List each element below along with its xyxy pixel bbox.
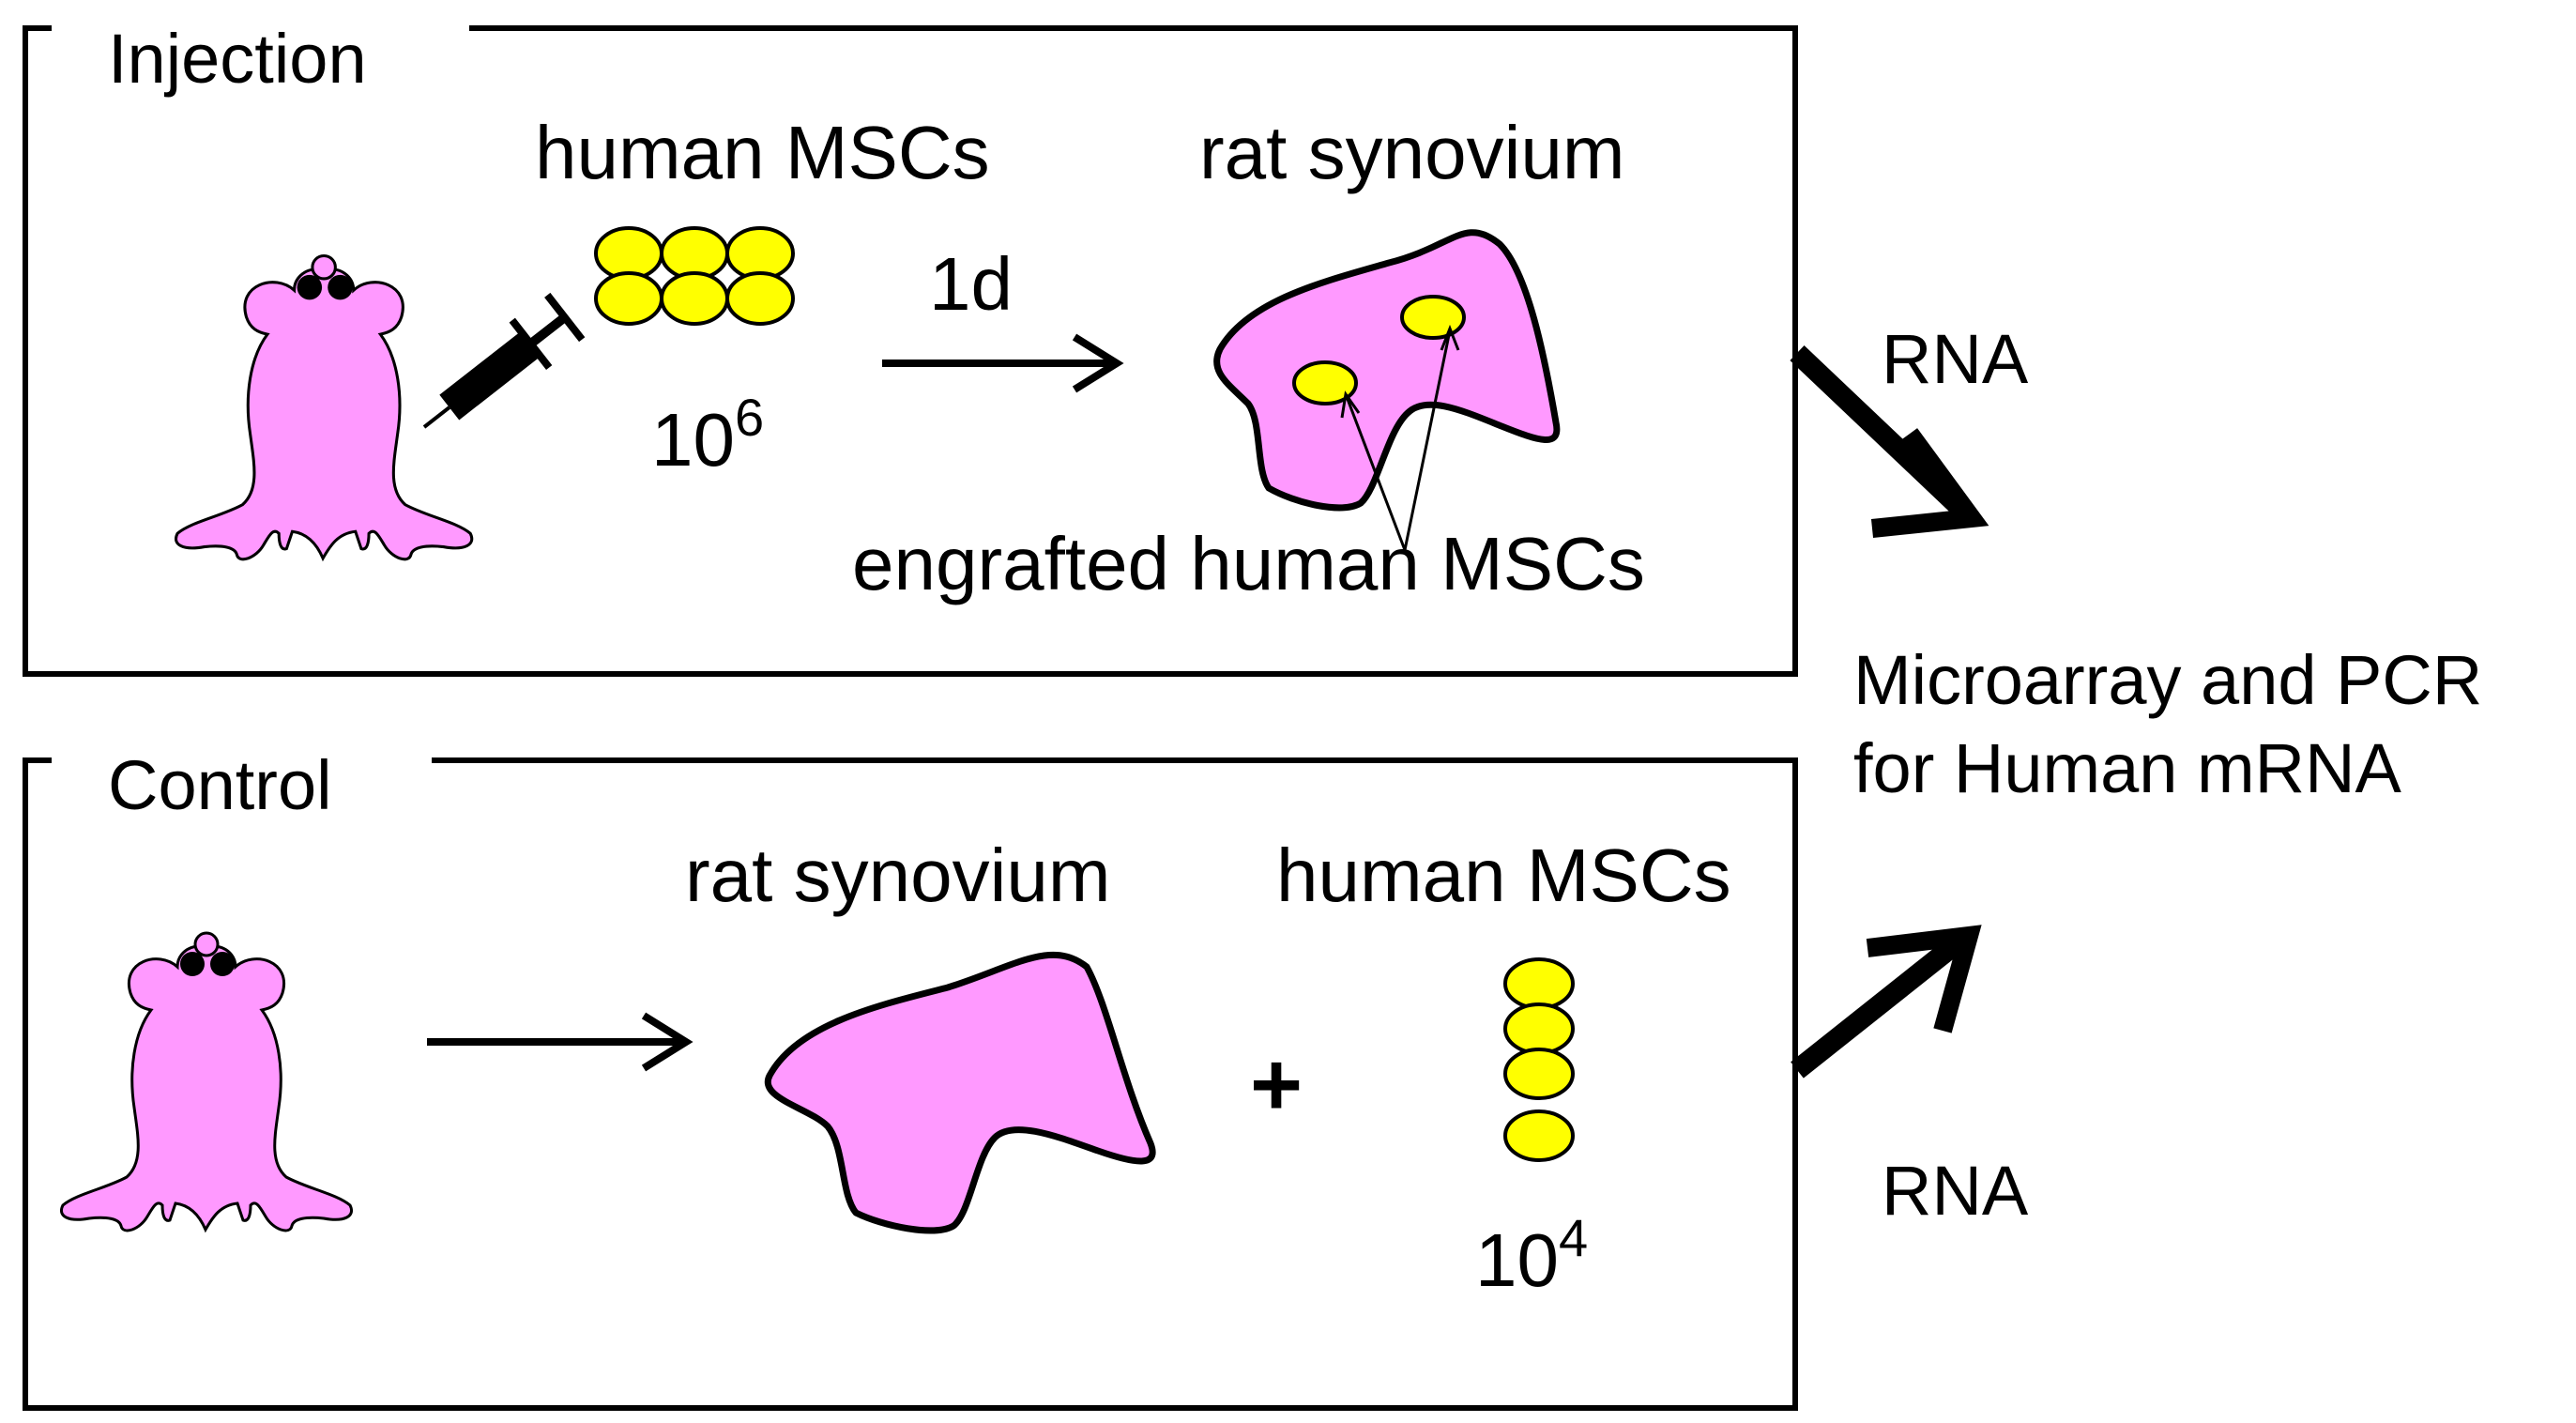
engraft-label: engrafted human MSCs [852, 522, 1645, 605]
engraft-pointer-lines [1340, 324, 1460, 551]
rat-eye-right [328, 274, 353, 300]
cell [660, 271, 729, 326]
engrafted-cell [1292, 360, 1358, 405]
injection-title: Injection [108, 20, 367, 98]
injection-box [23, 25, 1798, 677]
control-panel: Control rat synovium + human MSCs 104 [23, 746, 1798, 1411]
cell [725, 226, 795, 281]
result-line-1: Microarray and PCR [1853, 641, 2482, 719]
rat-body [174, 268, 474, 561]
rat-head-bump [311, 253, 337, 281]
synovium-tissue-icon [764, 951, 1156, 1234]
control-box [23, 757, 1798, 1411]
cell [594, 226, 663, 281]
rat-icon [59, 931, 354, 1232]
control-cell-count: 104 [1475, 1208, 1588, 1302]
rat-eye-right [210, 952, 235, 976]
rat-head-bump [193, 931, 220, 957]
rna-arrow-control [1791, 925, 1982, 1079]
cell [1503, 1109, 1575, 1162]
rna-label-control: RNA [1882, 1152, 2029, 1230]
control-title: Control [108, 746, 332, 824]
time-arrow [882, 333, 1124, 393]
cell [725, 271, 795, 326]
control-tissue-label: rat synovium [685, 834, 1110, 917]
time-label: 1d [929, 242, 1013, 326]
cell [1503, 1002, 1575, 1055]
rat-eye-left [297, 274, 323, 300]
injection-tissue-label: rat synovium [1199, 111, 1624, 194]
injection-cells-label: human MSCs [535, 111, 990, 194]
control-cells-label: human MSCs [1276, 834, 1731, 917]
syringe-icon [422, 292, 586, 429]
cell [1503, 957, 1575, 1010]
injection-panel: Injection human MSCs 106 1d [23, 20, 1798, 677]
rat-icon [174, 253, 474, 561]
result-line-2: for Human mRNA [1853, 729, 2402, 807]
cell [660, 226, 729, 281]
harvest-arrow [427, 1012, 694, 1072]
cell-cluster-icon [594, 226, 795, 326]
cell [1503, 1048, 1575, 1100]
rna-arrow-injection [1790, 345, 1989, 538]
rat-body [59, 944, 354, 1232]
rat-eye-left [180, 952, 205, 976]
rna-label-injection: RNA [1882, 320, 2029, 398]
cell [594, 271, 663, 326]
plus-sign: + [1250, 1034, 1303, 1135]
injection-cell-count: 106 [651, 388, 764, 482]
synovium-tissue-icon [1213, 229, 1561, 512]
cell-cluster-icon [1503, 957, 1575, 1162]
engrafted-cell [1400, 295, 1466, 340]
